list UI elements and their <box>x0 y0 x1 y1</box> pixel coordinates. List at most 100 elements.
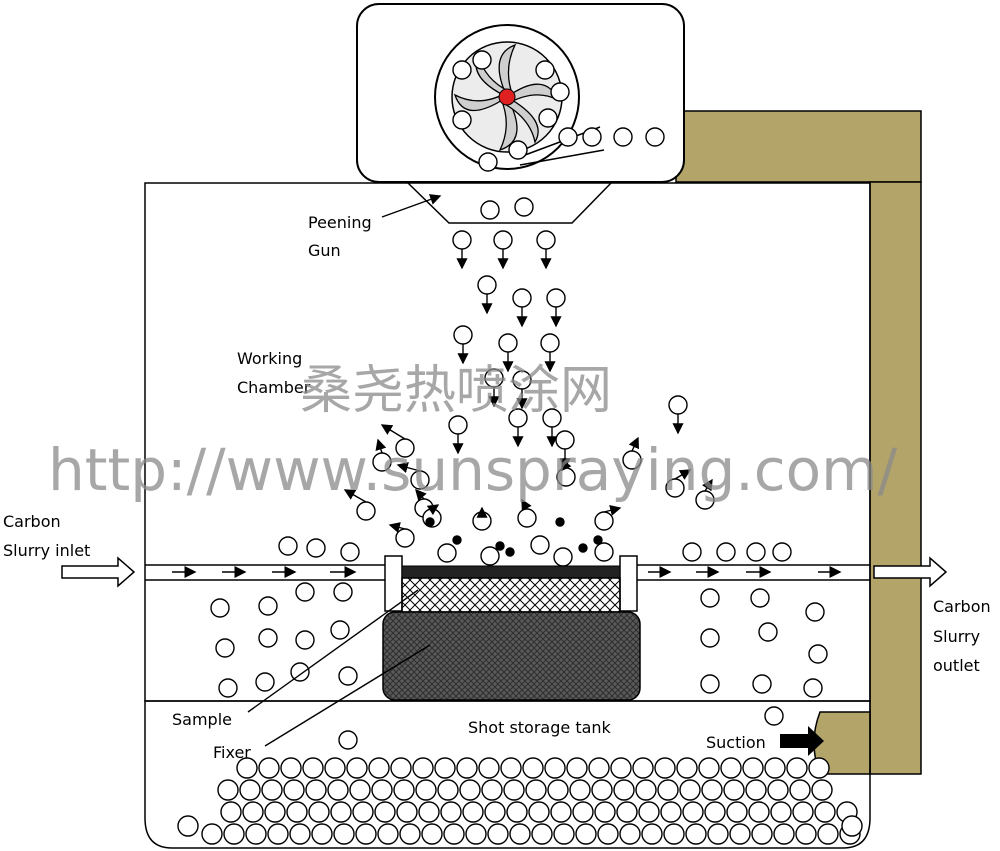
shot <box>480 546 500 566</box>
stored-shot <box>377 823 399 845</box>
stored-shot <box>682 801 704 823</box>
stored-shot <box>478 757 500 779</box>
fixer-right <box>619 555 638 612</box>
shot <box>395 528 415 548</box>
shot <box>645 127 665 147</box>
stored-shot <box>773 823 795 845</box>
stored-shot <box>286 801 308 823</box>
shot-trajectory <box>561 458 572 472</box>
watermark-chinese: 桑尧热喷涂网 <box>300 361 612 421</box>
label-outlet-2: Slurry <box>933 627 980 646</box>
shot-particles <box>177 50 863 845</box>
debris-particle <box>578 543 588 553</box>
stored-shot <box>346 757 368 779</box>
shot-trajectories <box>343 249 713 533</box>
peening-gun <box>405 181 614 224</box>
shot <box>437 543 457 563</box>
stored-shot <box>685 823 707 845</box>
stored-shot <box>223 823 245 845</box>
shot <box>218 678 238 698</box>
stored-shot <box>795 823 817 845</box>
stored-shot <box>500 757 522 779</box>
shot <box>356 501 376 521</box>
stored-shot <box>720 757 742 779</box>
shot <box>530 535 550 555</box>
stored-shot <box>371 779 393 801</box>
stored-shot <box>412 757 434 779</box>
stored-shot <box>390 757 412 779</box>
stored-shot <box>676 757 698 779</box>
shot <box>258 596 278 616</box>
shot <box>668 395 688 415</box>
stored-shot <box>443 823 465 845</box>
shot <box>558 127 578 147</box>
stored-shot <box>220 801 242 823</box>
shot <box>752 674 772 694</box>
stored-shot <box>704 801 726 823</box>
label-outlet-1: Carbon <box>933 597 991 616</box>
sample <box>401 577 621 613</box>
shot-trajectory <box>415 488 427 502</box>
stored-shot <box>305 779 327 801</box>
shot <box>808 644 828 664</box>
stored-shot <box>459 779 481 801</box>
stored-shot <box>654 757 676 779</box>
stored-shot <box>396 801 418 823</box>
label-shot-storage-tank: Shot storage tank <box>468 718 612 737</box>
stored-shot <box>280 757 302 779</box>
stored-shot <box>333 823 355 845</box>
shot-trajectory <box>521 498 532 512</box>
stored-shot <box>748 801 770 823</box>
stored-shot <box>434 757 456 779</box>
stored-shot <box>786 757 808 779</box>
shot-trajectory <box>628 436 639 452</box>
stored-shot <box>808 757 830 779</box>
shot <box>330 620 350 640</box>
stored-shot <box>745 779 767 801</box>
shot <box>682 542 702 562</box>
stored-shot <box>503 779 525 801</box>
stored-shot <box>729 823 751 845</box>
stored-shot <box>544 757 566 779</box>
stored-shot <box>462 801 484 823</box>
shot-trajectory <box>380 424 406 440</box>
shot <box>772 542 792 562</box>
stored-shot <box>726 801 748 823</box>
shot-trajectory <box>702 478 713 492</box>
shot <box>700 588 720 608</box>
shot-trajectory <box>426 504 440 516</box>
stored-shot <box>487 823 509 845</box>
stored-shot <box>591 779 613 801</box>
stored-shot <box>201 823 223 845</box>
shot <box>453 325 473 345</box>
stored-shot <box>811 779 833 801</box>
debris-particle <box>593 535 603 545</box>
shot <box>803 678 823 698</box>
stored-shot <box>572 801 594 823</box>
impeller-hub <box>498 88 516 106</box>
stored-shot <box>701 779 723 801</box>
shot <box>512 288 532 308</box>
label-peening-gun-2: Gun <box>308 241 341 260</box>
stored-shot <box>481 779 503 801</box>
stored-shot <box>528 801 550 823</box>
shot <box>758 622 778 642</box>
shot <box>536 230 556 250</box>
stored-shot <box>751 823 773 845</box>
stored-shot <box>707 823 729 845</box>
shot <box>452 110 472 130</box>
shot-trajectory <box>674 469 692 480</box>
stored-shot <box>264 801 286 823</box>
stored-shot <box>440 801 462 823</box>
stored-shot <box>245 823 267 845</box>
stored-shot <box>437 779 459 801</box>
stored-shot <box>509 823 531 845</box>
stored-shot <box>415 779 437 801</box>
stored-shot <box>236 757 258 779</box>
stored-shot <box>289 823 311 845</box>
stored-shot <box>613 779 635 801</box>
stored-shot <box>506 801 528 823</box>
shot <box>333 582 353 602</box>
stored-shot <box>327 779 349 801</box>
stored-shot <box>418 801 440 823</box>
